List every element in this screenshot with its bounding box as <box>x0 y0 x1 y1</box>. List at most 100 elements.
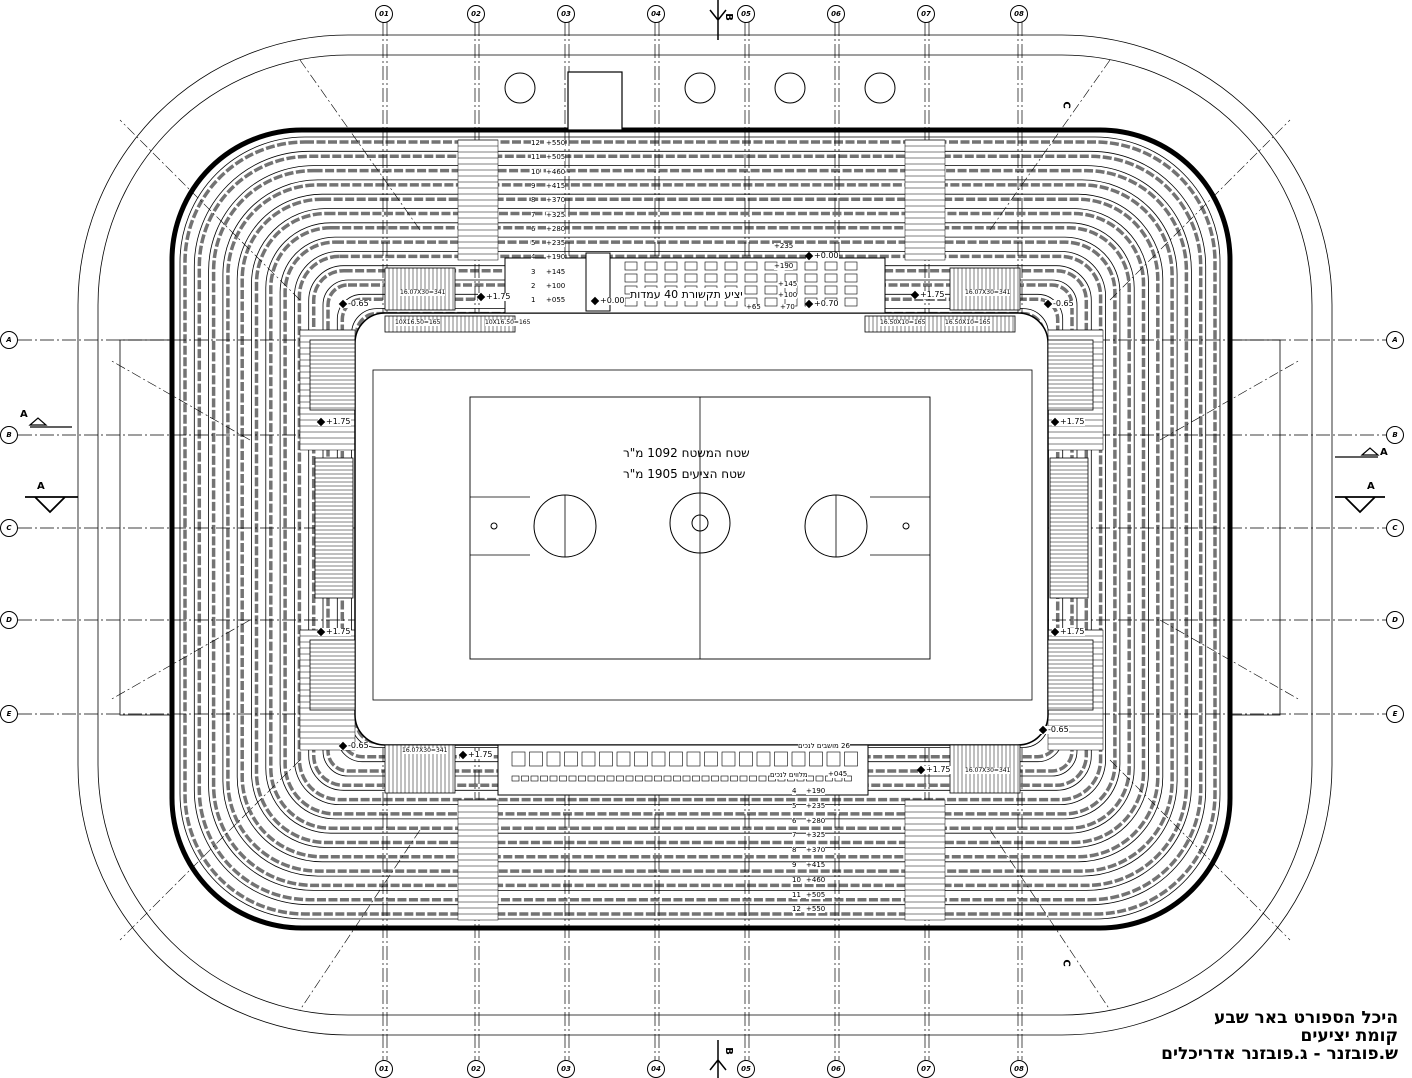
row-level-bottom: +235 <box>806 801 826 810</box>
seat-row-chairs <box>226 183 1174 873</box>
section-label-left: A <box>37 481 45 492</box>
wheelchair-space <box>651 751 666 767</box>
grid-row-label-right: C <box>1386 519 1404 537</box>
companion-seat <box>673 775 681 782</box>
press-box-label: יציע תקשורת 40 עמדות <box>630 288 743 301</box>
elevation-label: +0.00 <box>592 297 625 305</box>
elevation-label: +1.75 <box>912 291 945 299</box>
wheelchair-space <box>844 751 858 767</box>
section-mark-top <box>709 0 727 40</box>
seat-row <box>193 150 1207 906</box>
press-desk <box>844 285 858 295</box>
seat-row-chairs <box>254 211 1146 845</box>
elevation-label: +1.75 <box>318 418 351 426</box>
grid-column-label-top: 06 <box>827 5 845 23</box>
column-circle <box>684 72 716 104</box>
three-point-left <box>470 496 530 556</box>
companion-seat <box>739 775 748 782</box>
grid-row-label-right: B <box>1386 426 1404 444</box>
elevation-label: +100 <box>778 291 798 299</box>
net-area-label: שטח המשטח 1092 מ"ר <box>623 446 750 460</box>
elevation-label: +0.70 <box>806 300 839 308</box>
grid-row-label-left: E <box>0 705 18 723</box>
seat-row-chairs <box>183 140 1217 916</box>
companion-seat <box>587 775 596 782</box>
grid-column-label-top: 04 <box>647 5 665 23</box>
elevation-label: +190 <box>774 262 794 270</box>
entrance-left <box>119 339 171 716</box>
row-number-bottom: 5 <box>792 801 797 810</box>
press-desk <box>744 285 758 295</box>
companion-seat <box>654 775 662 782</box>
radial-line <box>989 59 1111 231</box>
wheelchair-space <box>756 751 771 767</box>
press-desk <box>804 285 818 295</box>
section-label-c-top: C <box>1060 101 1072 109</box>
companion-seat <box>625 775 634 782</box>
companion-seat <box>540 775 548 782</box>
hoop-left <box>490 522 498 530</box>
stair-label: 16.50X10=165 <box>880 319 926 326</box>
row-number-top: 4 <box>531 253 536 262</box>
wheelchair-space <box>774 751 788 767</box>
seat-row-chairs <box>240 197 1160 859</box>
press-desk <box>764 273 778 283</box>
elevation-label: +65 <box>746 303 761 311</box>
stair-block <box>1049 457 1089 599</box>
elevation-label: +1.75 <box>478 293 511 301</box>
seat-row <box>251 208 1149 848</box>
row-level-top: +460 <box>546 167 566 176</box>
stair-block <box>1047 639 1094 711</box>
grid-column-label-top: 02 <box>467 5 485 23</box>
companion-seat <box>730 775 738 782</box>
event-area-label: שטח הציעים 1905 מ"ר <box>623 467 746 481</box>
elevation-label: +70 <box>780 303 795 311</box>
grid-column-label-top: 08 <box>1010 5 1028 23</box>
press-desk <box>724 261 738 271</box>
row-level-top: +280 <box>546 224 566 233</box>
row-number-top: 5 <box>531 239 536 248</box>
wheelchair-space <box>599 751 613 767</box>
grid-column-label-top: 01 <box>375 5 393 23</box>
wheelchair-space <box>546 751 561 767</box>
grid-column-label-bottom: 02 <box>467 1060 485 1078</box>
grid-row-label-right: E <box>1386 705 1404 723</box>
companion-seat <box>749 775 757 782</box>
companion-seat <box>521 775 529 782</box>
side-stair-blocks <box>309 267 1094 794</box>
building-outline <box>169 127 1233 931</box>
seat-row <box>222 179 1178 877</box>
elevation-label: +1.75 <box>1052 628 1085 636</box>
press-desk <box>824 261 838 271</box>
row-number-bottom: 12 <box>792 905 801 914</box>
companion-seat <box>701 775 710 782</box>
stair-block <box>1047 339 1094 411</box>
row-number-top: 3 <box>531 267 536 276</box>
floor-title: קומת יציעים <box>1300 1025 1398 1046</box>
disabled-seating <box>497 744 869 796</box>
grid-column-label-bottom: 01 <box>375 1060 393 1078</box>
row-level-top: +325 <box>546 210 566 219</box>
wheelchair-space <box>721 751 736 767</box>
companion-seat <box>844 775 852 782</box>
companion-seat <box>559 775 567 782</box>
three-point-right <box>870 496 930 556</box>
grid-row-label-left: C <box>0 519 18 537</box>
row-level-top: +415 <box>546 181 566 190</box>
companion-seat <box>511 775 520 782</box>
row-number-bottom: 9 <box>792 861 797 869</box>
companion-seat <box>758 775 767 782</box>
grid-column-label-bottom: 08 <box>1010 1060 1028 1078</box>
row-number-bottom: 4 <box>792 787 797 795</box>
row-level-top: +190 <box>546 253 566 262</box>
wheelchair-space <box>791 751 806 767</box>
section-label-a-right: A <box>1380 447 1388 458</box>
grid-column-label-bottom: 05 <box>737 1060 755 1078</box>
companion-seat <box>692 775 700 782</box>
companion-seat <box>635 775 643 782</box>
stair-block <box>949 267 1021 311</box>
row-number-top: 11 <box>531 153 540 162</box>
row-level-bottom: +370 <box>806 846 826 855</box>
